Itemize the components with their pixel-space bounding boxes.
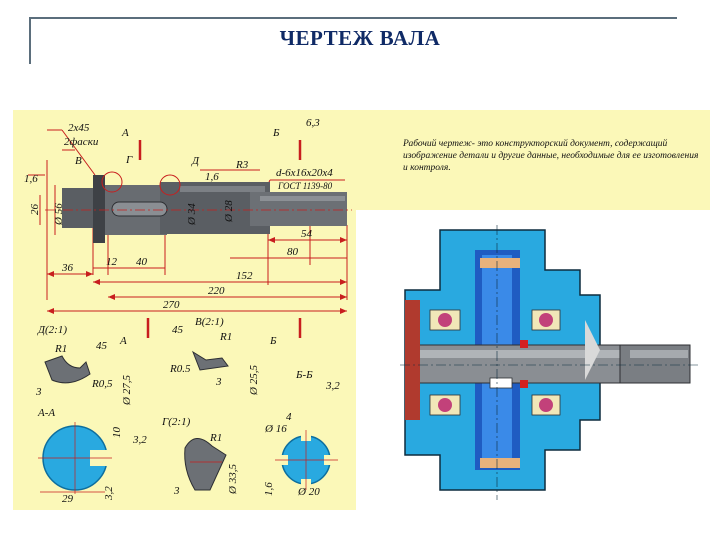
d32b-label: 3,2 [325, 380, 340, 392]
l36-label: 36 [61, 262, 74, 274]
d32-label: 3,2 [132, 434, 147, 446]
r16-left-label: 1,6 [24, 173, 38, 185]
l80-label: 80 [287, 246, 299, 258]
view-d-label: Д [191, 155, 200, 167]
angle45-label-a: 45 [172, 324, 184, 336]
header-rule [29, 17, 677, 19]
r05-label-a: R0,5 [91, 378, 113, 390]
section-b-mark: Б [272, 127, 280, 139]
chamfer-label: 2x45 [68, 122, 90, 134]
section-a-mark: А [121, 127, 129, 139]
note-panel [356, 110, 710, 210]
four-label: 4 [286, 411, 292, 423]
a-mark-detail: А [119, 335, 127, 347]
detail-d-label: Д(2:1) [37, 324, 67, 336]
l54-label: 54 [301, 228, 313, 240]
view-v-label: В [75, 155, 82, 167]
header-rule-left [29, 17, 31, 64]
shaft [45, 171, 352, 243]
l40-label: 40 [136, 256, 148, 268]
three-label-c: 3 [173, 485, 180, 497]
detail-v-label: В(2:1) [195, 316, 224, 328]
three-label-b: 3 [215, 376, 222, 388]
section-aa-label: А-А [37, 407, 55, 419]
d16-label: Ø 16 [264, 423, 287, 435]
d26-label: 26 [29, 204, 41, 216]
detail-g-label: Г(2:1) [161, 416, 191, 428]
l220-label: 220 [208, 285, 225, 297]
ten-label: 10 [111, 427, 123, 439]
d20-label: Ø 20 [297, 486, 320, 498]
d34-label: Ø 34 [186, 203, 198, 226]
spline-label: d-6x16x20x4 [276, 167, 333, 179]
page-title: ЧЕРТЕЖ ВАЛА [279, 26, 441, 50]
section-bb-label: Б-Б [295, 369, 313, 381]
d255-label: Ø 25,5 [248, 365, 260, 396]
r1-label-b: R1 [219, 331, 232, 343]
l12-label: 12 [106, 256, 118, 268]
l152-label: 152 [236, 270, 253, 282]
chamfer16-label: 1,6 [205, 171, 219, 183]
section-a-a [38, 422, 112, 494]
r1-label-a: R1 [54, 343, 67, 355]
d32c-label: 3,2 [103, 486, 115, 501]
l29-label: 29 [62, 493, 74, 505]
chamfer-count-label: 2фаски [64, 136, 99, 148]
gost-label: ГОСТ 1139-80 [277, 181, 333, 191]
r05-label-b: R0.5 [169, 363, 191, 375]
d335-label: Ø 33,5 [227, 464, 239, 495]
section-b-b [275, 430, 338, 490]
angle45-label-b: 45 [96, 340, 108, 352]
r1-label-c: R1 [209, 432, 222, 444]
roughness-label: 6,3 [306, 117, 320, 129]
detail-views [44, 350, 229, 491]
d56-label: Ø 56 [53, 203, 65, 226]
r16b-label: 1,6 [263, 482, 275, 496]
definition-note: Рабочий чертеж- это конструкторский доку… [403, 139, 699, 173]
dimension-lines [28, 129, 348, 338]
dimension-arrows [47, 237, 347, 314]
d275-label: Ø 27,5 [121, 375, 133, 406]
b-mark-detail: Б [269, 335, 277, 347]
dimension-labels: 2x45 2фаски А Б 6,3 В Г Д R3 1,6 1,6 d-6… [24, 117, 340, 505]
r3-label: R3 [235, 159, 249, 171]
view-g-label: Г [125, 154, 133, 166]
l270-label: 270 [163, 299, 180, 311]
three-label-a: 3 [35, 386, 42, 398]
d28-label: Ø 28 [223, 200, 235, 223]
assembly-drawing [400, 225, 700, 500]
